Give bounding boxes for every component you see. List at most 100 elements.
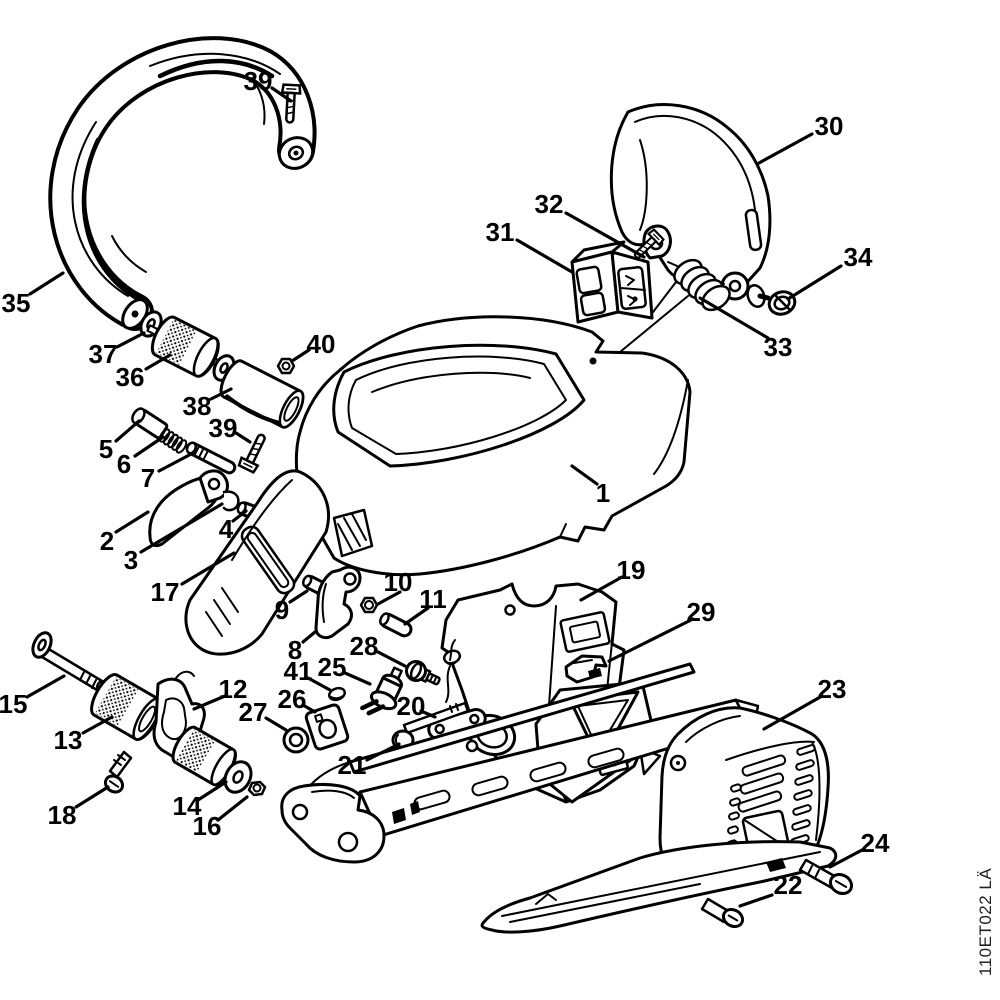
part-3-latch xyxy=(222,490,240,512)
callout-4-17: 4 xyxy=(219,509,248,544)
callout-15-33: 15 xyxy=(0,674,66,719)
callout-leader-line xyxy=(786,264,843,301)
callout-33-6: 33 xyxy=(698,296,793,362)
cover-bottom-rail xyxy=(480,840,838,934)
part-11-pin xyxy=(379,612,413,638)
callout-24-40: 24 xyxy=(828,828,890,869)
callout-39-14: 39 xyxy=(209,413,252,444)
callout-7-13: 7 xyxy=(141,450,197,493)
callout-leader-line xyxy=(133,435,165,458)
callout-leader-line xyxy=(81,715,114,735)
callout-number: 31 xyxy=(486,217,515,247)
callout-leader-line xyxy=(144,353,172,371)
callout-leader-line xyxy=(607,617,695,663)
callout-number: 38 xyxy=(183,391,212,421)
callout-29-25: 29 xyxy=(607,597,716,663)
callout-22-41: 22 xyxy=(738,870,803,908)
callout-leader-line xyxy=(828,848,864,869)
callout-number: 4 xyxy=(219,514,234,544)
callout-leader-line xyxy=(114,510,150,534)
callout-leader-line xyxy=(306,676,332,692)
callout-number: 3 xyxy=(124,545,138,575)
callout-number: 13 xyxy=(54,725,83,755)
callout-10-22: 10 xyxy=(376,567,413,606)
callout-leader-line xyxy=(403,606,430,626)
callout-number: 36 xyxy=(116,362,145,392)
callout-number: 30 xyxy=(815,111,844,141)
frame-foot xyxy=(280,782,386,864)
callout-leader-line xyxy=(419,709,437,719)
callout-12-31: 12 xyxy=(192,674,247,711)
callout-number: 9 xyxy=(275,595,289,625)
callout-39-0: 39 xyxy=(244,66,293,103)
part-2-trigger xyxy=(148,469,229,548)
callout-leader-line xyxy=(698,296,770,340)
part-14-washer xyxy=(223,760,253,794)
callout-27-30: 27 xyxy=(239,697,288,732)
callout-30-1: 30 xyxy=(757,111,844,165)
callout-number: 39 xyxy=(209,413,238,443)
callout-9-20: 9 xyxy=(275,589,309,625)
fuel-line-grommet xyxy=(442,639,462,703)
callout-number: 17 xyxy=(151,577,180,607)
part-34-knob-screw xyxy=(746,284,797,316)
callout-14-34: 14 xyxy=(173,780,228,821)
callout-leader-line xyxy=(515,238,574,274)
part-22-screw xyxy=(700,897,745,929)
callout-25-27: 25 xyxy=(318,652,372,686)
part-1-handle-housing xyxy=(294,315,692,577)
callout-number: 25 xyxy=(318,652,347,682)
callout-leader-line xyxy=(231,509,248,523)
callout-number: 26 xyxy=(278,684,307,714)
callout-leader-line xyxy=(579,575,624,602)
part-25-valve xyxy=(360,666,403,716)
part-17-grip xyxy=(184,469,330,656)
callout-17-18: 17 xyxy=(151,551,236,607)
callout-21-38: 21 xyxy=(338,742,401,780)
callout-leader-line xyxy=(157,450,197,473)
callout-leader-line xyxy=(196,780,228,802)
callout-leader-line xyxy=(301,630,317,644)
callout-26-29: 26 xyxy=(278,684,317,714)
callout-number: 19 xyxy=(617,555,646,585)
callout-number: 34 xyxy=(844,242,873,272)
part-13-annular-buffer xyxy=(90,673,163,741)
callout-1-19: 1 xyxy=(570,464,610,508)
figure-code: 110ET022 LÄ xyxy=(976,868,995,976)
callout-number: 1 xyxy=(596,478,610,508)
callout-28-26: 28 xyxy=(350,631,407,668)
part-26-gasket xyxy=(304,703,350,751)
callout-number: 6 xyxy=(117,449,131,479)
callout-leader-line xyxy=(376,650,407,668)
callout-number: 32 xyxy=(535,189,564,219)
part-10-nut xyxy=(359,596,379,614)
callout-number: 10 xyxy=(384,567,413,597)
callout-leader-line xyxy=(74,785,110,809)
part-33-spring xyxy=(619,258,731,353)
callout-number: 24 xyxy=(861,828,890,858)
callout-number: 2 xyxy=(100,526,114,556)
callout-leader-line xyxy=(115,331,146,349)
part-27-nut xyxy=(282,726,310,754)
part-29-clip xyxy=(564,654,608,684)
callout-leader-line xyxy=(28,271,65,296)
part-8-lockout-lever xyxy=(314,565,362,640)
callout-2-15: 2 xyxy=(100,510,150,556)
callout-13-32: 13 xyxy=(54,715,114,755)
callout-number: 21 xyxy=(338,750,367,780)
callout-37-7: 37 xyxy=(89,331,146,369)
callout-number: 14 xyxy=(173,791,202,821)
callout-number: 33 xyxy=(764,332,793,362)
callout-leader-line xyxy=(25,674,66,699)
callout-number: 37 xyxy=(89,339,118,369)
callout-number: 16 xyxy=(193,811,222,841)
callout-number: 40 xyxy=(307,329,336,359)
part-7-pin xyxy=(185,441,237,475)
callout-16-35: 16 xyxy=(193,795,249,841)
callout-number: 22 xyxy=(774,870,803,900)
callout-number: 11 xyxy=(419,584,447,614)
callout-leader-line xyxy=(365,742,401,762)
callout-leader-line xyxy=(762,694,824,731)
callout-number: 29 xyxy=(687,597,716,627)
